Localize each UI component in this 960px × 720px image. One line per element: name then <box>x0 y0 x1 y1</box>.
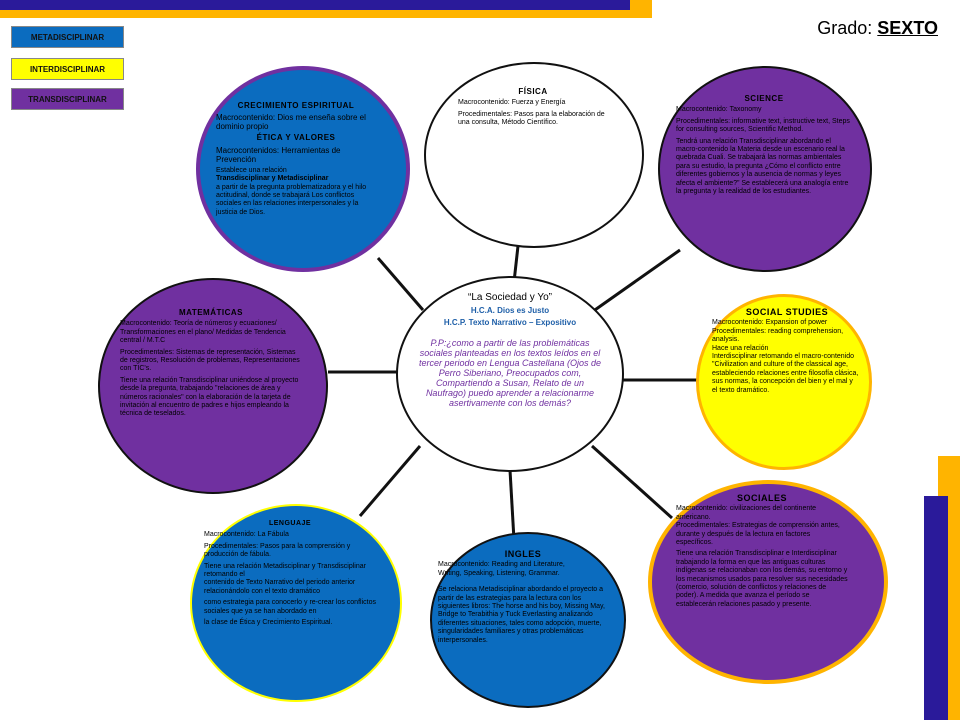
connector-line <box>508 469 516 541</box>
crecimiento-espiritual-circle <box>196 66 410 272</box>
etica-p3: a partir de la pregunta problematizadora… <box>216 183 367 216</box>
ingles-title: INGLES <box>504 549 542 559</box>
social-studies-p1: Hace una relación <box>712 344 769 352</box>
science-title: SCIENCE <box>744 94 784 103</box>
lenguaje-macro: Macrocontenido: La Fábula <box>204 531 289 539</box>
center-question: P.P:¿como a partir de las problemáticas … <box>418 337 602 408</box>
social-studies-macro: Macrocontenido: Expansion of power <box>712 319 828 327</box>
legend-transdisciplinar: TRANSDISCIPLINAR <box>11 88 124 110</box>
science-macro: Macrocontenido: Taxonomy <box>676 106 762 114</box>
lenguaje-title: LENGUAJE <box>268 520 312 527</box>
science-circle <box>658 66 872 272</box>
grade-label: Grado: <box>817 18 873 38</box>
connector-line <box>376 257 425 311</box>
connector-line <box>591 248 681 314</box>
top-bar-orange <box>630 0 652 18</box>
matematicas-proc: Procedimentales: Sistemas de representac… <box>120 348 300 373</box>
etica-p1: Establece una relación <box>216 166 287 174</box>
sociales-rel: Tiene una relación Transdisciplinar e In… <box>676 550 848 608</box>
grade-value: SEXTO <box>877 18 938 38</box>
science-text: SCIENCE Macrocontenido: Taxonomy Procedi… <box>676 94 852 199</box>
social-studies-text: SOCIAL STUDIES Macrocontenido: Expansion… <box>712 307 862 398</box>
crecimiento-macro: Macrocontenido: Dios me enseña sobre el … <box>216 113 366 132</box>
right-bar-navy <box>924 496 948 720</box>
social-studies-p2: estableciendo relaciones entre filosofía… <box>712 369 859 386</box>
lenguaje-circle <box>190 504 402 702</box>
legend-metadisciplinar: METADISCIPLINAR <box>11 26 124 48</box>
etica-p2: Transdisciplinar y Metadisciplinar <box>216 175 329 183</box>
social-studies-title: SOCIAL STUDIES <box>745 307 829 317</box>
fisica-text: FÍSICA Macrocontenido: Fuerza y Energía … <box>458 87 608 131</box>
social-studies-rel: Interdisciplinar retomando el macro-cont… <box>712 353 855 369</box>
lenguaje-p3: como estrategia para conocerlo y re-crea… <box>204 599 376 615</box>
matematicas-text: MATEMÁTICAS Macrocontenido: Teoría de nú… <box>120 308 302 422</box>
sociales-proc: Procedimentales: Estrategias de comprens… <box>676 522 840 547</box>
social-studies-circle <box>696 294 872 470</box>
lenguaje-text: LENGUAJE Macrocontenido: La Fábula Proce… <box>204 520 376 630</box>
ingles-rel: Se relaciona Metadisciplinar abordando e… <box>438 586 605 644</box>
sociales-circle <box>648 480 888 684</box>
ingles-text: INGLES Macrocontenido: Reading and Liter… <box>438 549 608 648</box>
center-hca: H.C.A. Dios es Justo <box>470 306 550 315</box>
fisica-proc: Procedimentales: Pasos para la elaboraci… <box>458 110 605 127</box>
lenguaje-rel: Tiene una relación Metadisciplinar y Tra… <box>204 562 366 579</box>
top-bar-thin <box>0 10 630 18</box>
etica-title: ÉTICA Y VALORES <box>256 133 336 143</box>
fisica-title: FÍSICA <box>518 87 548 96</box>
center-title: “La Sociedad y Yo” <box>468 292 552 303</box>
center-text: “La Sociedad y Yo” H.C.A. Dios es Justo … <box>418 292 602 411</box>
ingles-proc: Writing, Speaking, Listening, Grammar. <box>438 569 560 577</box>
matematicas-macro: Macrocontenido: Teoría de números y ecua… <box>120 320 286 345</box>
matematicas-rel: Tiene una relación Transdisciplinar unié… <box>120 376 299 418</box>
sociales-macro: Macrocontenido: civilizaciones del conti… <box>676 505 817 521</box>
fisica-circle <box>424 62 644 248</box>
crecimiento-espiritual-text: CRECIMIENTO ESPIRITUAL Macrocontenido: D… <box>216 101 376 220</box>
social-studies-proc: Procedimentales: reading comprehension, … <box>712 327 844 344</box>
lenguaje-proc: Procedimentales: Pasos para la comprensi… <box>204 542 351 559</box>
ingles-circle <box>430 532 626 708</box>
crecimiento-title: CRECIMIENTO ESPIRITUAL <box>237 101 355 110</box>
social-studies-p3: el texto dramático. <box>712 386 770 394</box>
ingles-macro: Macrocontenido: Reading and Literature, <box>438 561 565 569</box>
legend-interdisciplinar: INTERDISCIPLINAR <box>11 58 124 80</box>
matematicas-circle <box>98 278 328 494</box>
connector-line <box>358 445 422 517</box>
science-proc: Procedimentales: informative text, instr… <box>676 117 850 134</box>
sociales-text: SOCIALES Macrocontenido: civilizaciones … <box>676 493 848 612</box>
top-bar-navy <box>0 0 630 10</box>
center-circle <box>396 276 624 472</box>
connector-line <box>590 444 674 520</box>
lenguaje-p2: contenido de Texto Narrativo del periodo… <box>204 579 356 595</box>
etica-macro: Macrocontenidos: Herramientas de Prevenc… <box>216 145 341 164</box>
fisica-macro: Macrocontenido: Fuerza y Energía <box>458 99 566 107</box>
matematicas-title: MATEMÁTICAS <box>178 308 243 317</box>
sociales-title: SOCIALES <box>736 493 787 503</box>
lenguaje-p4: la clase de Ética y Crecimiento Espiritu… <box>204 619 333 627</box>
grade-heading: Grado: SEXTO <box>817 18 938 39</box>
center-hcp: H.C.P. Texto Narrativo – Expositivo <box>443 318 577 328</box>
science-rel: Tendrá una relación Transdisciplinar abo… <box>676 137 849 196</box>
